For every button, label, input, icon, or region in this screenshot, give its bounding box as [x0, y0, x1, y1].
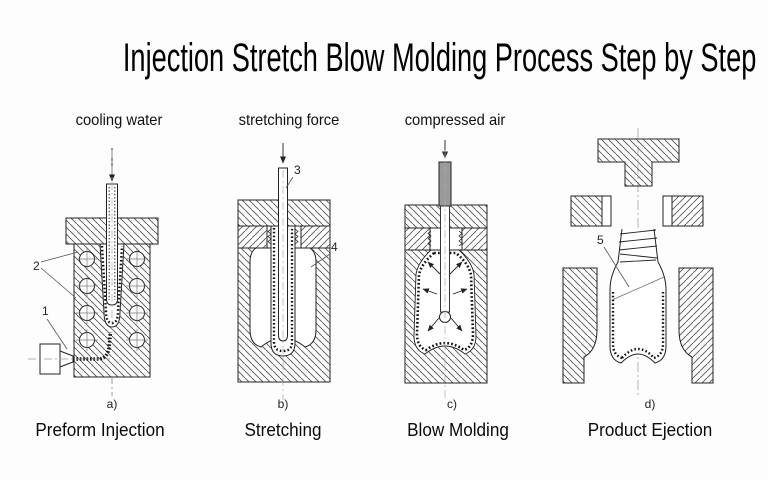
- figure-label-a: a): [106, 397, 118, 411]
- caption-blow-molding: Blow Molding: [407, 420, 509, 440]
- finished-bottle: [609, 228, 667, 364]
- neck-insert-right-2: [300, 225, 331, 249]
- preform-neck-threads-2: [267, 228, 299, 245]
- preform-injection-figure: 2 1: [28, 148, 159, 396]
- label-stretching-force: stretching force: [238, 112, 340, 129]
- callout-2-leaders: [40, 251, 79, 299]
- caption-preform-injection: Preform Injection: [35, 420, 165, 440]
- neck-insert-left-2: [237, 225, 268, 249]
- caption-stretching: Stretching: [244, 420, 322, 440]
- callout-3-leader: [285, 176, 294, 189]
- blow-molding-figure: [404, 140, 488, 400]
- stretching-figure: 3 4: [237, 143, 338, 400]
- neck-insert-right-3: [461, 227, 488, 251]
- neck-insert-left-3: [404, 227, 431, 251]
- bottle-section-line: [611, 276, 665, 301]
- bottle-neck-threads-4: [618, 229, 658, 263]
- caption-product-ejection: Product Ejection: [587, 420, 713, 440]
- top-core-block: [597, 138, 680, 187]
- bottle-neck-threads-3: [427, 230, 463, 247]
- callout-mold: 4: [331, 240, 338, 254]
- bottle-base-stipple-4: [621, 347, 655, 359]
- neck-split-insert-left: [570, 195, 612, 227]
- callout-4-leader: [310, 253, 331, 268]
- cooling-channels: [76, 248, 148, 351]
- neck-split-insert-right: [662, 195, 704, 227]
- product-ejection-figure: 5: [562, 128, 714, 396]
- mold-half-left: [562, 267, 598, 384]
- figure-label-d: d): [644, 397, 656, 411]
- callout-5-leader: [603, 246, 630, 288]
- figure-label-c: c): [447, 397, 457, 411]
- injection-nozzle: [28, 343, 110, 375]
- callout-stretch-rod: 3: [294, 163, 301, 177]
- mold-half-right: [678, 267, 714, 384]
- callout-nozzle: 1: [42, 304, 49, 318]
- callout-1-leader: [46, 318, 68, 350]
- callout-cooling-channels: 2: [33, 259, 40, 273]
- label-compressed-air: compressed air: [404, 112, 506, 129]
- air-expansion-arrows: [422, 261, 468, 332]
- figure-label-b: b): [277, 397, 289, 411]
- callout-bottle-neck: 5: [597, 233, 604, 247]
- label-cooling-water: cooling water: [75, 112, 163, 129]
